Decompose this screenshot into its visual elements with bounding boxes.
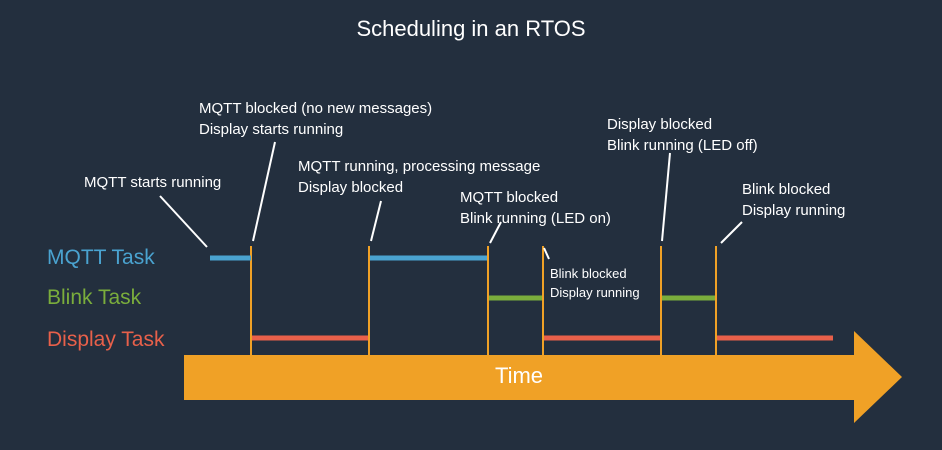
annotation-blink-blocked-2: Blink blocked Display running	[742, 179, 845, 221]
annotation-mqtt-running: MQTT running, processing message Display…	[298, 156, 540, 198]
pointer-line	[252, 141, 276, 242]
annotation-blink-blocked-1: Blink blocked Display running	[550, 264, 640, 302]
annotation-blink-off: Display blocked Blink running (LED off)	[607, 114, 758, 156]
annotation-line: Blink blocked	[742, 181, 831, 198]
annotation-line: MQTT blocked	[460, 189, 559, 206]
task-label-blink: Blink Task	[47, 286, 142, 309]
pointer-line	[661, 152, 671, 242]
pointer-line	[159, 195, 208, 248]
annotation-mqtt-blocked: MQTT blocked (no new messages) Display s…	[199, 98, 432, 140]
pointer-line	[489, 221, 502, 244]
annotation-line: Display starts running	[199, 121, 344, 138]
annotation-line: MQTT running, processing message	[298, 158, 541, 175]
annotation-blink-on: MQTT blocked Blink running (LED on)	[460, 187, 611, 229]
task-bars	[210, 255, 833, 341]
task-label-display: Display Task	[47, 328, 165, 351]
pointer-line	[543, 247, 550, 260]
annotation-line: Display running	[550, 285, 640, 300]
diagram-title: Scheduling in an RTOS	[356, 16, 586, 41]
annotation-line: Display blocked	[298, 179, 404, 196]
annotation-line: Display running	[742, 202, 846, 219]
time-axis-label: Time	[494, 363, 544, 388]
pointer-lines	[159, 141, 743, 260]
annotation-line: MQTT blocked (no new messages)	[199, 100, 433, 117]
pointer-line	[370, 200, 382, 242]
annotation-line: Blink blocked	[550, 266, 627, 281]
annotation-line: MQTT starts running	[84, 174, 222, 191]
time-arrow	[184, 331, 902, 423]
annotation-line: Blink running (LED on)	[460, 210, 611, 227]
pointer-line	[720, 221, 743, 244]
annotation-line: Blink running (LED off)	[607, 137, 758, 154]
task-label-mqtt: MQTT Task	[47, 246, 155, 269]
event-lines	[250, 246, 717, 355]
annotation-line: Display blocked	[607, 116, 713, 133]
annotation-mqtt-starts: MQTT starts running	[84, 172, 221, 193]
